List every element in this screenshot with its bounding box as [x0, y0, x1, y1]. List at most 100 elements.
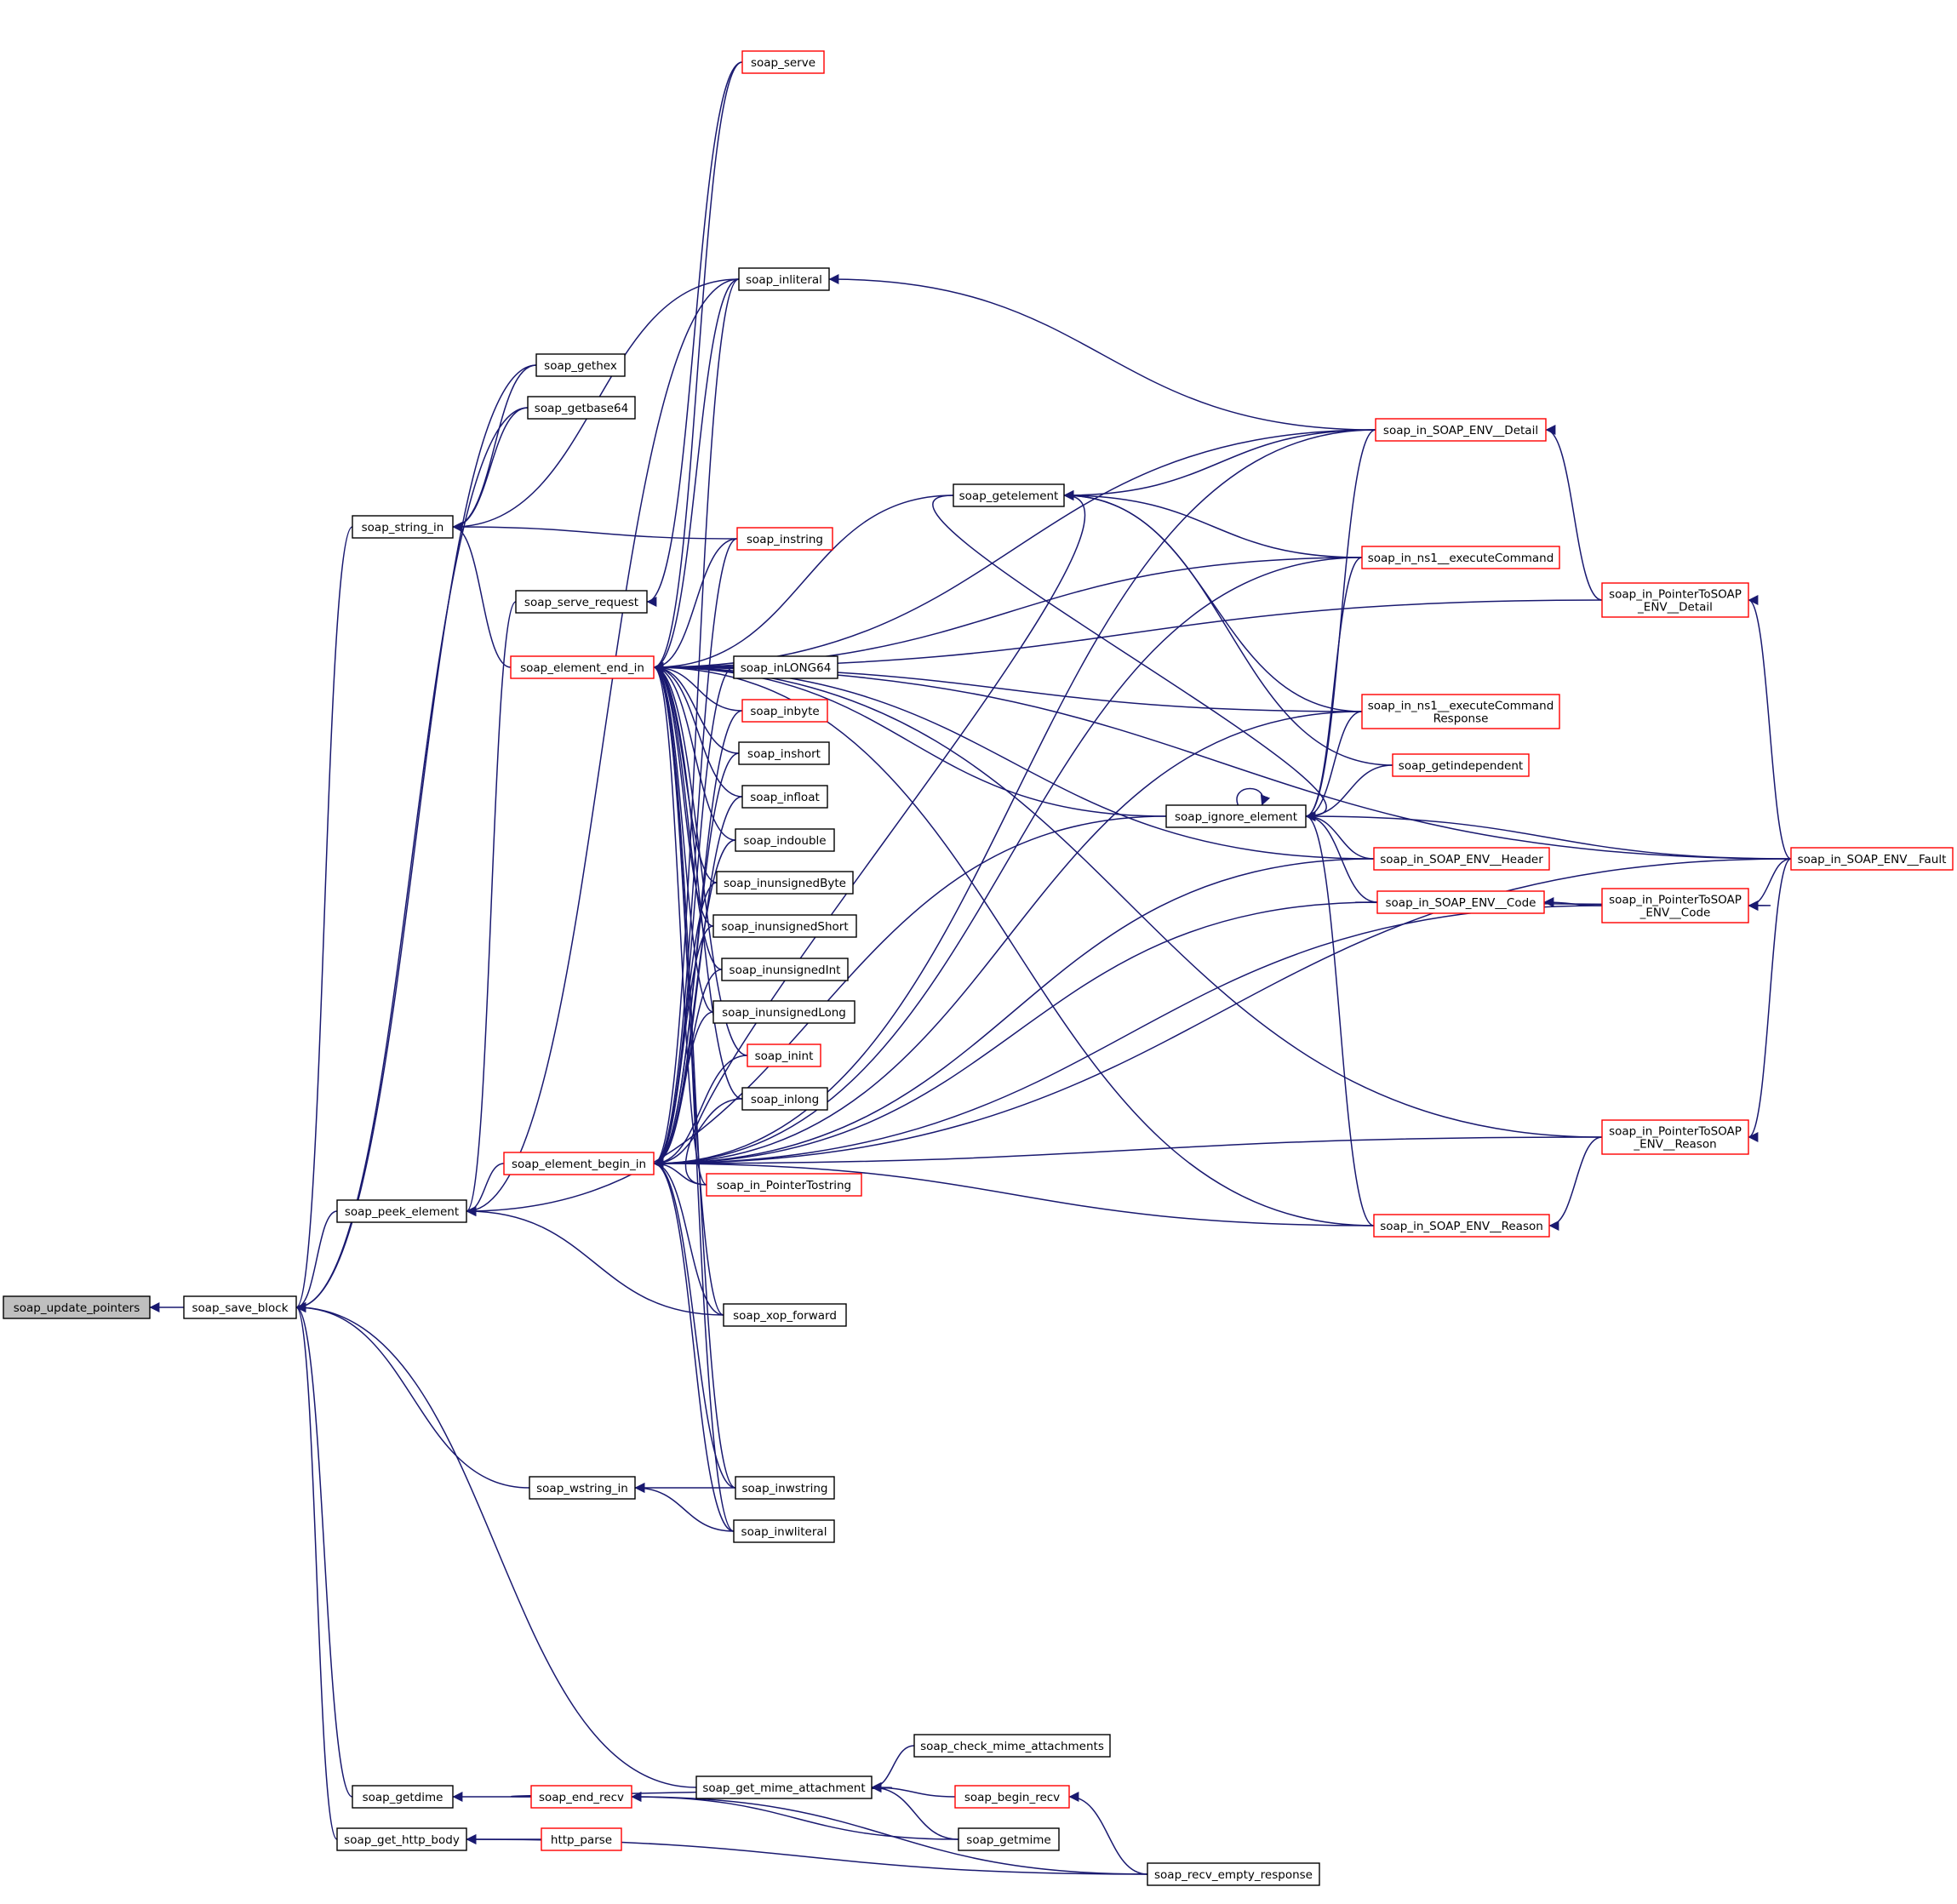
node-box: [723, 1303, 847, 1327]
edge-soap_getbase64-to-soap_string_in: [452, 407, 529, 532]
edge-soap_in_PointerTostring-to-soap_getelement: [684, 490, 1086, 1186]
node-soap_serve[interactable]: soap_serve: [741, 50, 825, 74]
edge-soap_inint-to-soap_element_end_in: [653, 662, 748, 1056]
node-soap_in_PointerToSOAP_ENV__Detail[interactable]: soap_in_PointerToSOAP_ENV__Detail: [1601, 582, 1749, 618]
edge-soap_in_SOAP_ENV__Header-to-soap_ignore_element: [1305, 811, 1375, 860]
edge-soap_in_SOAP_ENV__Detail-to-soap_getelement: [1063, 429, 1376, 500]
edge-soap_inunsignedLong-to-soap_element_begin_in: [653, 1011, 714, 1169]
edge-soap_getbase64-to-soap_save_block: [295, 407, 529, 1312]
edge-soap_check_mime_attachments-to-soap_get_mime_attachment: [871, 1745, 915, 1793]
node-label: soap_in_PointerTostring: [717, 1179, 851, 1192]
edge-soap_wstring_in-to-soap_save_block: [295, 1302, 530, 1489]
node-box: [352, 1785, 454, 1809]
node-label: soap_update_pointers: [14, 1301, 140, 1315]
node-box: [1601, 1119, 1749, 1155]
edge-soap_inunsignedShort-to-soap_element_end_in: [653, 662, 714, 927]
node-soap_in_ns1__executeCommand[interactable]: soap_in_ns1__executeCommand: [1361, 546, 1560, 569]
node-box: [738, 267, 830, 291]
edge-soap_in_ns1__executeCommand-to-soap_getelement: [1063, 490, 1363, 558]
node-box: [706, 1173, 862, 1197]
node-soap_element_end_in[interactable]: soap_element_end_in: [510, 655, 655, 679]
node-box: [510, 655, 655, 679]
node-label: soap_inLONG64: [741, 661, 832, 675]
node-soap_in_SOAP_ENV__Reason[interactable]: soap_in_SOAP_ENV__Reason: [1373, 1214, 1550, 1238]
node-label: soap_inliteral: [746, 273, 822, 287]
node-label: soap_in_PointerToSOAP: [1609, 894, 1742, 907]
node-soap_in_PointerToSOAP_ENV__Code[interactable]: soap_in_PointerToSOAP_ENV__Code: [1601, 888, 1749, 923]
node-box: [1601, 888, 1749, 923]
edge-soap_inlong-to-soap_element_begin_in: [653, 1098, 743, 1169]
edge-soap_gethex-to-soap_save_block: [295, 364, 537, 1312]
node-label: soap_element_end_in: [520, 661, 644, 675]
node-box: [1373, 847, 1550, 871]
node-label: soap_wstring_in: [536, 1482, 628, 1495]
node-soap_in_PointerTostring[interactable]: soap_in_PointerTostring: [706, 1173, 862, 1197]
node-label: soap_end_recv: [539, 1791, 624, 1804]
node-box: [1375, 418, 1547, 442]
node-soap_in_SOAP_ENV__Detail[interactable]: soap_in_SOAP_ENV__Detail: [1375, 418, 1547, 442]
node-box: [530, 1785, 632, 1809]
node-box: [1601, 582, 1749, 618]
node-soap_in_SOAP_ENV__Header[interactable]: soap_in_SOAP_ENV__Header: [1373, 847, 1550, 871]
node-label: soap_in_SOAP_ENV__Detail: [1383, 424, 1538, 437]
node-soap_inlong: soap_inlong: [741, 1087, 828, 1111]
node-box: [738, 741, 830, 765]
node-label: soap_begin_recv: [964, 1791, 1060, 1804]
node-box: [716, 871, 854, 895]
edge-soap_getindependent-to-soap_getelement: [1063, 490, 1393, 766]
node-label: soap_get_http_body: [344, 1833, 460, 1847]
node-box: [1392, 753, 1530, 777]
node-box: [1361, 546, 1560, 569]
node-label: soap_in_SOAP_ENV__Header: [1380, 853, 1543, 866]
node-soap_in_SOAP_ENV__Fault[interactable]: soap_in_SOAP_ENV__Fault: [1790, 847, 1954, 871]
node-label: Response: [1433, 712, 1489, 726]
node-label: soap_in_SOAP_ENV__Code: [1386, 896, 1536, 910]
node-box: [183, 1295, 297, 1319]
node-soap_end_recv[interactable]: soap_end_recv: [530, 1785, 632, 1809]
node-soap_in_PointerToSOAP_ENV__Reason[interactable]: soap_in_PointerToSOAP_ENV__Reason: [1601, 1119, 1749, 1155]
node-soap_gethex: soap_gethex: [535, 353, 626, 377]
node-label: soap_element_begin_in: [512, 1158, 646, 1171]
node-soap_inshort: soap_inshort: [738, 741, 830, 765]
node-label: soap_inwstring: [742, 1482, 828, 1495]
edge-layer: [149, 61, 1792, 1875]
node-box: [913, 1734, 1111, 1758]
edge-soap_in_ns1__executeCommandResponse-to-soap_element_begin_in: [653, 711, 1363, 1169]
edge-soap_gethex-to-soap_string_in: [452, 364, 537, 532]
edge-soap_in_SOAP_ENV__Code-to-soap_ignore_element: [1305, 811, 1378, 903]
node-soap_in_SOAP_ENV__Code[interactable]: soap_in_SOAP_ENV__Code: [1376, 890, 1545, 914]
node-http_parse[interactable]: http_parse: [541, 1827, 622, 1851]
edge-soap_getelement-to-soap_element_end_in: [653, 495, 954, 672]
edge-soap_in_SOAP_ENV__Detail-to-soap_element_end_in: [653, 429, 1376, 672]
edge-soap_element_end_in-to-soap_string_in: [452, 522, 512, 668]
edge-soap_in_ns1__executeCommandResponse-to-soap_ignore_element: [1305, 711, 1363, 821]
node-soap_inint[interactable]: soap_inint: [747, 1043, 821, 1067]
node-soap_begin_recv[interactable]: soap_begin_recv: [954, 1785, 1070, 1809]
node-soap_get_mime_attachment: soap_get_mime_attachment: [695, 1775, 873, 1799]
edge-soap_inwliteral-to-soap_wstring_in: [634, 1483, 735, 1532]
node-label: soap_infloat: [750, 791, 820, 804]
node-soap_inbyte[interactable]: soap_inbyte: [741, 699, 828, 723]
edge-soap_in_ns1__executeCommand-to-soap_ignore_element: [1305, 557, 1363, 821]
node-label: soap_indouble: [743, 834, 826, 848]
edge-soap_in_SOAP_ENV__Detail-to-soap_inliteral: [828, 274, 1376, 431]
edge-soap_getindependent-to-soap_ignore_element: [1305, 764, 1393, 821]
node-box: [741, 50, 825, 74]
node-box: [1361, 694, 1560, 729]
node-label: soap_inint: [755, 1049, 814, 1063]
edge-soap_inliteral-to-soap_element_begin_in: [653, 278, 740, 1169]
node-box: [529, 1476, 636, 1500]
edge-soap_in_PointerToSOAP_ENV__Code-to-soap_element_begin_in: [653, 905, 1603, 1169]
node-soap_instring[interactable]: soap_instring: [736, 527, 833, 551]
edge-soap_in_SOAP_ENV__Fault-to-soap_in_PointerToSOAP_ENV__Code: [1748, 858, 1792, 911]
node-soap_getindependent[interactable]: soap_getindependent: [1392, 753, 1530, 777]
node-soap_getbase64: soap_getbase64: [527, 396, 636, 420]
node-soap_element_begin_in[interactable]: soap_element_begin_in: [503, 1152, 655, 1175]
node-soap_infloat: soap_infloat: [741, 785, 828, 809]
edge-soap_in_SOAP_ENV__Fault-to-soap_element_begin_in: [653, 858, 1792, 1169]
node-soap_inliteral: soap_inliteral: [738, 267, 830, 291]
edge-soap_getelement-to-soap_ignore_element: [932, 495, 1327, 821]
